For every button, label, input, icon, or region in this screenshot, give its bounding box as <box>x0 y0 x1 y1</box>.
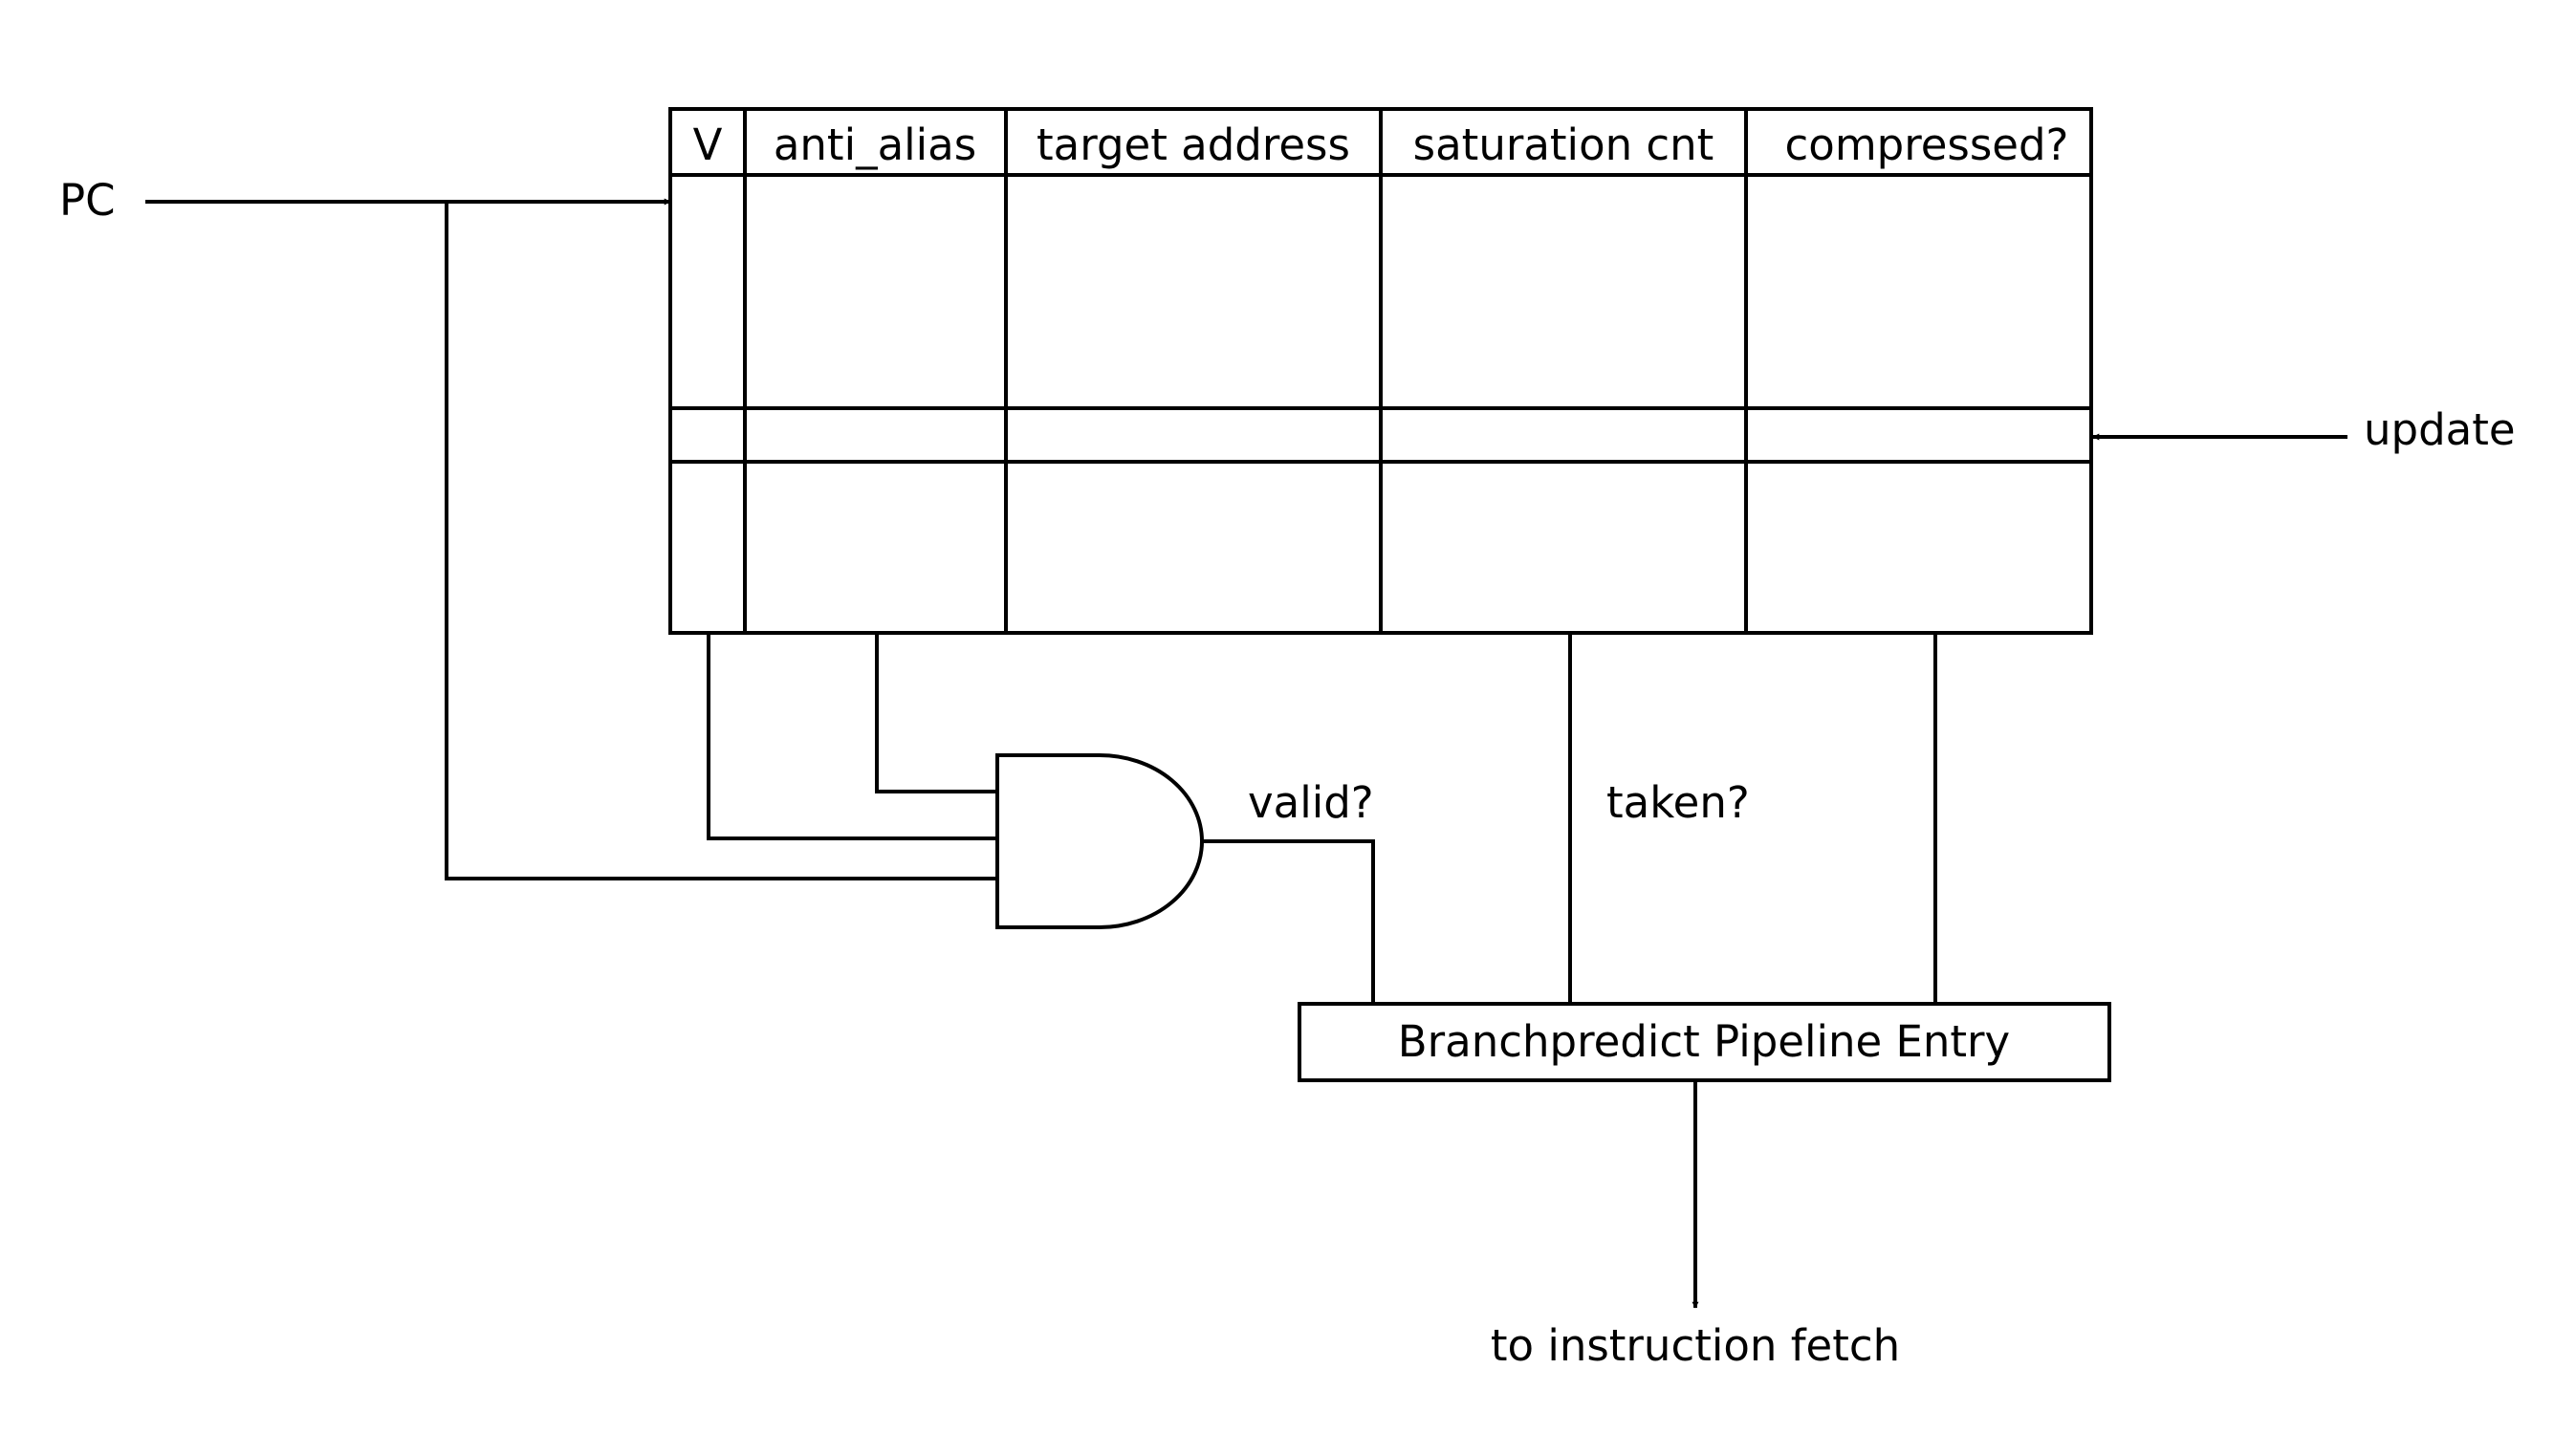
pipeline-entry-label: Branchpredict Pipeline Entry <box>1398 1016 2010 1067</box>
update-label: update <box>2364 404 2516 455</box>
anti-alias-to-and-gate-wire <box>875 633 997 793</box>
pipeline-entry-box <box>1298 1002 2111 1082</box>
valid-label: valid? <box>1248 777 1374 828</box>
and-gate-icon <box>995 753 1204 929</box>
pc-to-and-gate-wire <box>445 202 997 880</box>
v-to-and-gate-wire <box>707 633 997 840</box>
column-header-compressed: compressed? <box>1785 120 2069 170</box>
column-header-saturation-cnt: saturation cnt <box>1413 120 1714 170</box>
taken-label: taken? <box>1606 777 1750 828</box>
instruction-fetch-label: to instruction fetch <box>1491 1320 1900 1371</box>
column-header-v: V <box>693 120 723 170</box>
btb-table: V anti_alias target address saturation c… <box>668 107 2093 635</box>
column-header-anti-alias: anti_alias <box>774 120 976 170</box>
valid-wire <box>1202 839 1375 1004</box>
pc-label: PC <box>59 175 116 226</box>
column-header-target-address: target address <box>1037 120 1350 170</box>
